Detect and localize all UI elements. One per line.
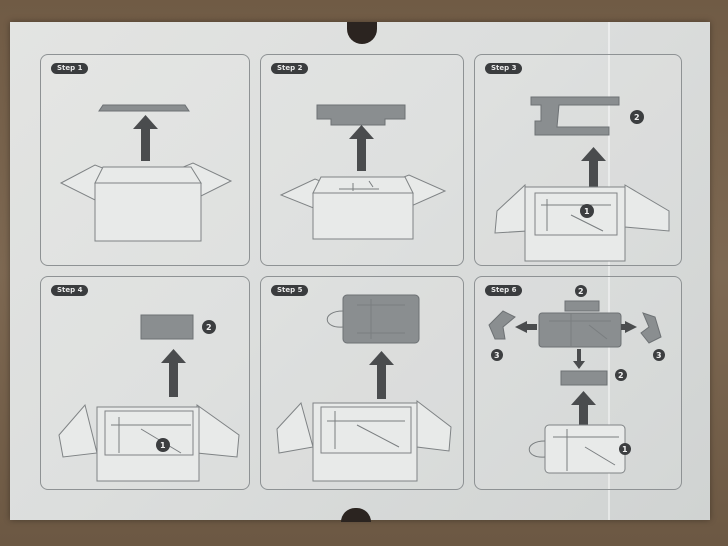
box-top	[312, 176, 414, 194]
handle-loop	[326, 310, 344, 328]
arrow-down-shaft	[577, 349, 581, 363]
step-2-badge: Step 2	[271, 63, 309, 74]
callout-2-text: 2	[206, 323, 212, 332]
arrow-head	[161, 349, 186, 363]
arrow-head	[133, 115, 158, 129]
machine-base	[538, 312, 622, 348]
inner-parts	[339, 180, 379, 191]
step-1-panel: Step 1	[40, 54, 250, 266]
arrow-shaft	[357, 137, 366, 171]
arrow-down-head	[573, 361, 585, 369]
right-bracket	[640, 312, 662, 344]
instruction-sheet: Step 1 Step 2	[10, 22, 710, 520]
arrow-head	[571, 391, 596, 405]
step-4-badge: Step 4	[51, 285, 89, 296]
callout-3-left-text: 3	[494, 351, 500, 360]
arrow-shaft	[589, 159, 598, 197]
arrow-left	[515, 321, 537, 333]
step-5-badge: Step 5	[271, 285, 309, 296]
box-flap-left	[494, 183, 528, 234]
arrow-head	[581, 147, 606, 161]
step-2-illustration	[279, 104, 447, 240]
step-4-illustration: 2 1	[58, 314, 240, 482]
step-3-panel: Step 3 2 1	[474, 54, 682, 266]
step-5-illustration	[276, 294, 452, 482]
callout-2-top-circle	[575, 285, 587, 297]
step-4-panel: Step 4 2 1	[40, 276, 250, 490]
arrow-shaft	[141, 127, 150, 161]
box-inner-tray	[534, 192, 618, 236]
step-5-panel: Step 5	[260, 276, 464, 490]
box-flap-left	[276, 401, 314, 454]
callout-2-circle	[630, 110, 644, 124]
callout-3-right-text: 3	[656, 351, 662, 360]
inner-parts	[327, 411, 405, 449]
callout-3-right-circle	[653, 349, 665, 361]
lid-panel	[98, 104, 190, 112]
callout-1-circle	[156, 438, 170, 452]
step-2-panel: Step 2	[260, 54, 464, 266]
callout-2-text: 2	[634, 113, 640, 122]
machine-details	[357, 299, 405, 339]
step-3-illustration: 2 1	[494, 96, 670, 262]
box-body	[94, 182, 202, 242]
sheet-fold-line	[608, 22, 610, 520]
arrow-shaft	[579, 403, 588, 433]
box-flap-right	[196, 404, 240, 458]
callout-2-top-text: 2	[578, 287, 584, 296]
step-6-badge: Step 6	[485, 285, 523, 296]
box-inner-tray	[104, 410, 194, 456]
accessory-panel	[140, 314, 194, 340]
box-handle-notch-top	[347, 22, 377, 44]
machine-details	[549, 313, 611, 347]
handle-loop	[528, 440, 546, 458]
box-flap-right	[624, 184, 670, 232]
inner-parts	[553, 429, 619, 471]
box-body	[544, 424, 626, 474]
callout-2-bottom-circle	[615, 369, 627, 381]
callout-3-left-circle	[491, 349, 503, 361]
step-6-illustration: 2 3 3 2	[488, 285, 665, 474]
arrow-head	[349, 125, 374, 139]
left-bracket	[488, 310, 516, 340]
arrow-shaft	[169, 361, 178, 397]
step-6-panel: Step 6 2 3 3 2	[474, 276, 682, 490]
callout-1-text: 1	[160, 441, 166, 450]
step-1-illustration	[59, 104, 233, 242]
top-part	[564, 300, 600, 312]
step-1-badge: Step 1	[51, 63, 89, 74]
inner-parts	[541, 199, 611, 232]
callout-1-circle	[619, 443, 631, 455]
box-handle-notch-bottom	[341, 508, 371, 522]
foam-insert	[316, 104, 406, 126]
arrow-head	[369, 351, 394, 365]
lower-part	[560, 370, 608, 386]
step-3-badge: Step 3	[485, 63, 523, 74]
box-top	[94, 166, 202, 184]
box-flap-right	[416, 399, 452, 452]
callout-1-text: 1	[622, 445, 628, 454]
arrow-shaft	[377, 363, 386, 399]
callout-2-bottom-text: 2	[618, 371, 624, 380]
callout-1-circle	[580, 204, 594, 218]
box-body	[312, 192, 414, 240]
callout-2-circle	[202, 320, 216, 334]
machine-base	[342, 294, 420, 344]
arrow-right	[621, 321, 637, 333]
machine-frame	[530, 96, 620, 136]
box-flap-left	[58, 403, 98, 458]
callout-1-text: 1	[584, 207, 590, 216]
